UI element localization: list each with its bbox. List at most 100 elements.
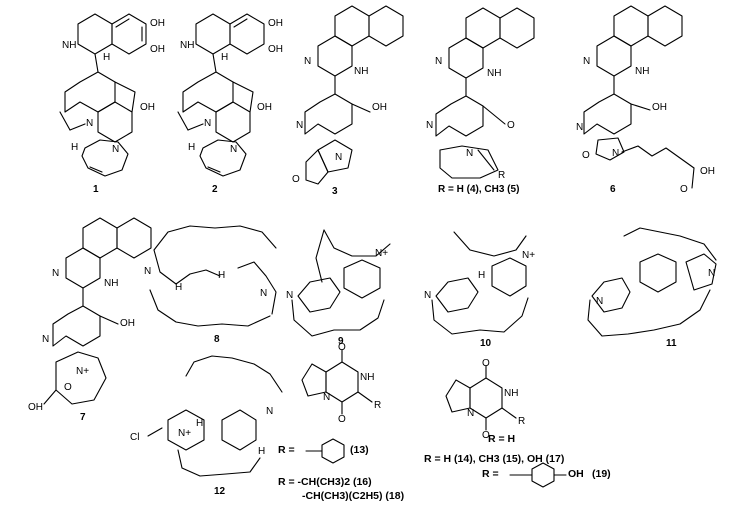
compound-label-1: 1 [93, 184, 99, 195]
structure-4-5: N NH O N N R R = H (4), CH3 (5) [426, 7, 535, 195]
structure-10: N+ N H 10 [424, 231, 535, 349]
atom-n: N [86, 118, 93, 129]
structure-1: OH OH NH H OH N N H 1 [59, 13, 165, 195]
atom-n: N [466, 148, 473, 159]
atom-n: N [424, 290, 431, 301]
atom-n: N [596, 296, 603, 307]
structure-7: N NH OH N N+ O OH 7 [28, 217, 152, 423]
atom-n-plus: N+ [76, 366, 89, 377]
dkp-line-18: -CH(CH3)(C2H5) (18) [302, 490, 405, 502]
atom-h: H [218, 270, 225, 281]
atom-n: N [708, 268, 715, 279]
atom-cl: Cl [130, 432, 139, 443]
dkp-aryl-number: (19) [592, 468, 611, 480]
atom-h: H [258, 446, 265, 457]
atom-n: N [260, 288, 267, 299]
dkp-aryl-oh: OH [568, 468, 584, 480]
compound-label-11: 11 [666, 338, 677, 349]
atom-n: N [467, 408, 474, 419]
dkp-structure-left: O O NH N R [301, 342, 381, 464]
atom-oh: OH [372, 102, 387, 113]
atom-o: O [338, 414, 346, 425]
atom-n: N [286, 290, 293, 301]
atom-r: R [374, 400, 381, 411]
atom-h: H [175, 282, 182, 293]
atom-oh: OH [652, 102, 667, 113]
atom-r: R [518, 416, 525, 427]
atom-oh: OH [268, 44, 283, 55]
atom-n: N [296, 120, 303, 131]
atom-oh: OH [120, 318, 135, 329]
atom-o: O [507, 120, 515, 131]
compound-label-8: 8 [214, 334, 220, 345]
atom-o: O [680, 184, 688, 195]
atom-n: N [230, 144, 237, 155]
compound-label-4-5: R = H (4), CH3 (5) [438, 184, 519, 195]
dkp-aryl-r: R = [482, 468, 499, 480]
atom-h: H [196, 418, 203, 429]
atom-h: H [71, 142, 78, 153]
atom-o: O [582, 150, 590, 161]
structure-11: N N 11 [587, 227, 717, 349]
atom-o: O [482, 430, 490, 441]
atom-nh: NH [180, 40, 194, 51]
atom-o: O [292, 174, 300, 185]
atom-h: H [478, 270, 485, 281]
atom-nh: NH [635, 66, 649, 77]
structure-12: N+ H N H Cl 12 [130, 355, 283, 497]
atom-n: N [204, 118, 211, 129]
atom-n: N [112, 144, 119, 155]
atom-nh: NH [354, 66, 368, 77]
compound-label-2: 2 [212, 184, 218, 195]
dkp-structure-right: O O NH N R [445, 358, 567, 488]
compound-label-10: 10 [480, 338, 492, 349]
atom-n: N [576, 122, 583, 133]
atom-h: H [103, 52, 110, 63]
atom-oh: OH [268, 18, 283, 29]
atom-n: N [435, 56, 442, 67]
atom-n: N [266, 406, 273, 417]
dkp-left-r-label: R = [278, 444, 295, 456]
atom-oh: OH [257, 102, 272, 113]
atom-n: N [335, 152, 342, 163]
atom-n-plus: N+ [178, 428, 191, 439]
atom-n: N [42, 334, 49, 345]
atom-n: N [426, 120, 433, 131]
atom-n: N [144, 266, 151, 277]
atom-n: N [323, 392, 330, 403]
dkp-right-r-note: R = H [488, 433, 516, 445]
atom-n-plus: N+ [522, 250, 535, 261]
compound-label-12: 12 [214, 486, 226, 497]
structure-6: N NH OH N N O O OH 6 [576, 5, 715, 195]
atom-nh: NH [104, 278, 118, 289]
atom-nh: NH [360, 372, 374, 383]
atom-oh: OH [150, 18, 165, 29]
atom-oh: OH [150, 44, 165, 55]
atom-oh: OH [28, 402, 43, 413]
atom-nh: NH [504, 388, 518, 399]
atom-nh: NH [62, 40, 76, 51]
structure-9: N+ N 9 [286, 229, 391, 347]
compound-label-3: 3 [332, 186, 338, 197]
atom-r: R [498, 170, 505, 181]
structure-2: OH OH NH H OH N N H 2 [177, 13, 283, 195]
atom-nh: NH [487, 68, 501, 79]
atom-oh: OH [140, 102, 155, 113]
dkp-line-16: R = -CH(CH3)2 (16) [278, 476, 372, 488]
atom-o: O [338, 342, 346, 353]
structure-3: N NH OH N N O 3 [292, 5, 404, 197]
atom-o: O [482, 358, 490, 369]
atom-h: H [188, 142, 195, 153]
dkp-right-caption: R = H (14), CH3 (15), OH (17) [424, 453, 565, 465]
atom-n: N [304, 56, 311, 67]
atom-o: O [64, 382, 72, 393]
structure-8: H H N N 8 [144, 225, 277, 345]
compound-label-6: 6 [610, 184, 616, 195]
atom-n: N [52, 268, 59, 279]
atom-n: N [612, 148, 619, 159]
atom-n-plus: N+ [375, 248, 388, 259]
atom-oh: OH [700, 166, 715, 177]
dkp-left-number: (13) [350, 444, 369, 456]
